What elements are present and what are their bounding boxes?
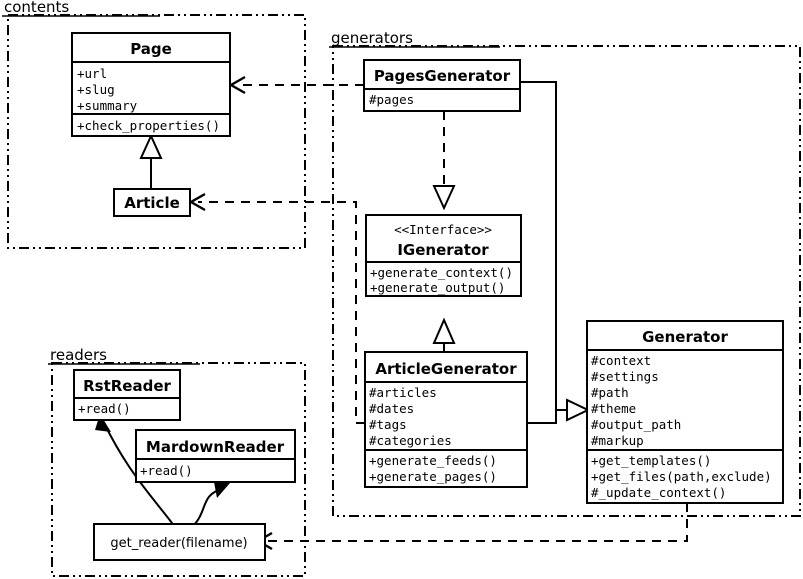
class-article-generator-attribute: #tags — [369, 417, 407, 432]
class-article-generator-method: +generate_feeds() — [369, 453, 497, 468]
class-igenerator-method: +generate_context() — [370, 265, 513, 280]
class-pages-generator[interactable]: PagesGenerator #pages — [363, 59, 521, 112]
class-article-generator-title: ArticleGenerator — [375, 360, 517, 378]
package-readers: readers — [48, 346, 306, 577]
hollow-triangle-icon — [139, 133, 163, 159]
package-contents: contents — [2, 0, 306, 249]
class-page-method: +check_properties() — [77, 118, 220, 133]
function-get-reader-box — [93, 523, 266, 561]
package-generators-border — [332, 45, 801, 517]
hollow-triangle-icon — [566, 398, 591, 422]
class-generator-attribute: #path — [591, 385, 629, 400]
class-page-box — [71, 32, 231, 137]
class-igenerator-title: IGenerator — [397, 241, 489, 259]
relation-articlegenerator-generalizes-igenerator — [432, 317, 456, 352]
relation-articlegenerator-depends-article — [188, 192, 365, 424]
relation-articlegenerator-extends-generator — [527, 410, 557, 424]
hollow-triangle-icon — [432, 317, 456, 344]
class-generator-attribute: #settings — [591, 369, 659, 384]
package-contents-label: contents — [4, 0, 69, 16]
class-pages-generator-title: PagesGenerator — [374, 67, 511, 85]
class-mardown-reader-title: MardownReader — [146, 438, 285, 456]
class-generator-attribute: #context — [591, 353, 651, 368]
class-mardown-reader-method: +read() — [140, 463, 193, 478]
hollow-triangle-icon — [432, 185, 456, 211]
class-pages-generator-box — [363, 59, 521, 112]
class-page[interactable]: Page +url +slug +summary +check_properti… — [71, 32, 231, 137]
class-generator-method: +get_files(path,exclude) — [591, 469, 772, 484]
relation-generator-depends-get-reader — [255, 503, 688, 551]
class-generator-method: +get_templates() — [591, 453, 711, 468]
create-line — [104, 424, 176, 528]
package-readers-label: readers — [50, 346, 107, 364]
relation-pagesgenerator-realizes-igenerator — [432, 111, 456, 211]
class-igenerator-method: +generate_output() — [370, 280, 505, 295]
class-article-title: Article — [124, 194, 180, 212]
class-generator-attribute: #theme — [591, 401, 636, 416]
relation-get-reader-creates-mardownreader — [191, 482, 230, 528]
class-article-generator-box — [364, 351, 528, 488]
class-rst-reader-title: RstReader — [83, 377, 171, 395]
class-igenerator-box — [365, 214, 522, 297]
filled-arrowhead-icon — [214, 482, 230, 498]
class-generator[interactable]: Generator #context #settings #path #them… — [586, 320, 784, 504]
class-rst-reader[interactable]: RstReader +read() — [73, 369, 181, 421]
class-igenerator-stereotype: <<Interface>> — [394, 222, 492, 237]
class-article-generator[interactable]: ArticleGenerator #articles #dates #tags … — [364, 351, 528, 488]
relation-pagesgenerator-depends-page — [228, 75, 364, 95]
relation-pagesgenerator-extends-generator — [520, 81, 591, 422]
package-readers-border — [51, 362, 306, 577]
class-generator-attribute: #output_path — [591, 417, 681, 432]
class-rst-reader-method: +read() — [78, 401, 131, 416]
class-igenerator[interactable]: <<Interface>> IGenerator +generate_conte… — [365, 214, 522, 297]
generalization-line — [520, 81, 568, 411]
class-pages-generator-attribute: #pages — [369, 92, 414, 107]
dependency-line — [198, 201, 365, 424]
class-page-attribute: +summary — [77, 98, 138, 113]
function-get-reader-label: get_reader(filename) — [110, 536, 247, 551]
class-rst-reader-box — [73, 369, 181, 421]
dependency-line — [265, 503, 688, 542]
package-contents-border — [7, 14, 306, 249]
generalization-line — [527, 410, 557, 424]
package-generators: generators — [329, 29, 801, 517]
class-generator-box — [586, 320, 784, 504]
class-mardown-reader-box — [135, 429, 296, 483]
function-get-reader[interactable]: get_reader(filename) — [93, 523, 266, 561]
class-page-title: Page — [130, 40, 172, 58]
class-generator-title: Generator — [642, 328, 728, 346]
class-generator-attribute: #markup — [591, 433, 644, 448]
class-article[interactable]: Article — [113, 188, 191, 217]
class-generator-method: #_update_context() — [591, 485, 726, 500]
class-article-generator-attribute: #categories — [369, 433, 452, 448]
relation-article-generalizes-page — [139, 133, 163, 190]
class-page-attribute: +slug — [77, 82, 115, 97]
package-generators-label: generators — [331, 29, 413, 47]
class-page-attribute: +url — [77, 66, 107, 81]
open-arrowhead-icon — [228, 75, 246, 95]
class-article-generator-attribute: #dates — [369, 401, 414, 416]
class-article-box — [113, 188, 191, 217]
class-mardown-reader[interactable]: MardownReader +read() — [135, 429, 296, 483]
class-article-generator-method: +generate_pages() — [369, 469, 497, 484]
class-article-generator-attribute: #articles — [369, 385, 437, 400]
